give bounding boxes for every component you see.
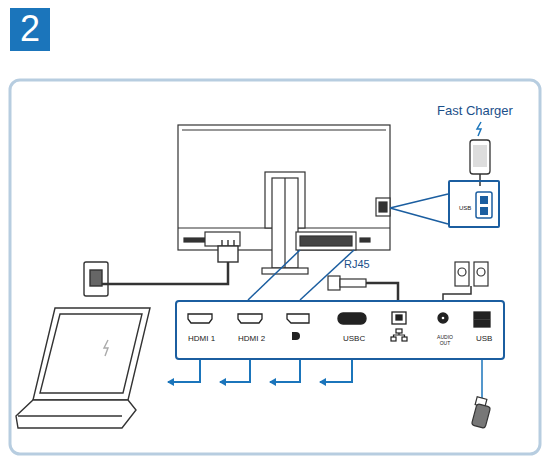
usb-callout-box: USB	[448, 180, 500, 228]
port-label: USB	[459, 205, 471, 212]
cable-label: RJ45	[344, 258, 370, 270]
usb-stick	[471, 360, 490, 428]
panel-leader	[248, 250, 354, 300]
power-cable	[84, 240, 238, 296]
monitor-back	[178, 125, 390, 274]
cable-arrows	[168, 360, 352, 382]
usb-port-icon	[476, 192, 492, 218]
step-number-box: 2	[10, 8, 50, 51]
phone-charger	[470, 122, 490, 186]
port-icons	[188, 312, 490, 327]
laptop	[16, 308, 150, 428]
step-number: 2	[20, 9, 40, 49]
callout-leader	[390, 194, 448, 224]
port-label: USBC	[343, 335, 365, 344]
port-label: HDMI 2	[238, 335, 265, 344]
ethernet-cable	[328, 276, 398, 300]
outer-frame	[10, 80, 540, 454]
port-label: AUDIO OUT	[434, 335, 456, 346]
device-label: Fast Charger	[437, 104, 513, 118]
port-label: HDMI 1	[188, 335, 215, 344]
port-panel: HDMI 1 HDMI 2 USBC AUDIO OUT USB	[175, 300, 505, 360]
speakers	[443, 262, 488, 300]
port-label: USB	[476, 335, 492, 344]
